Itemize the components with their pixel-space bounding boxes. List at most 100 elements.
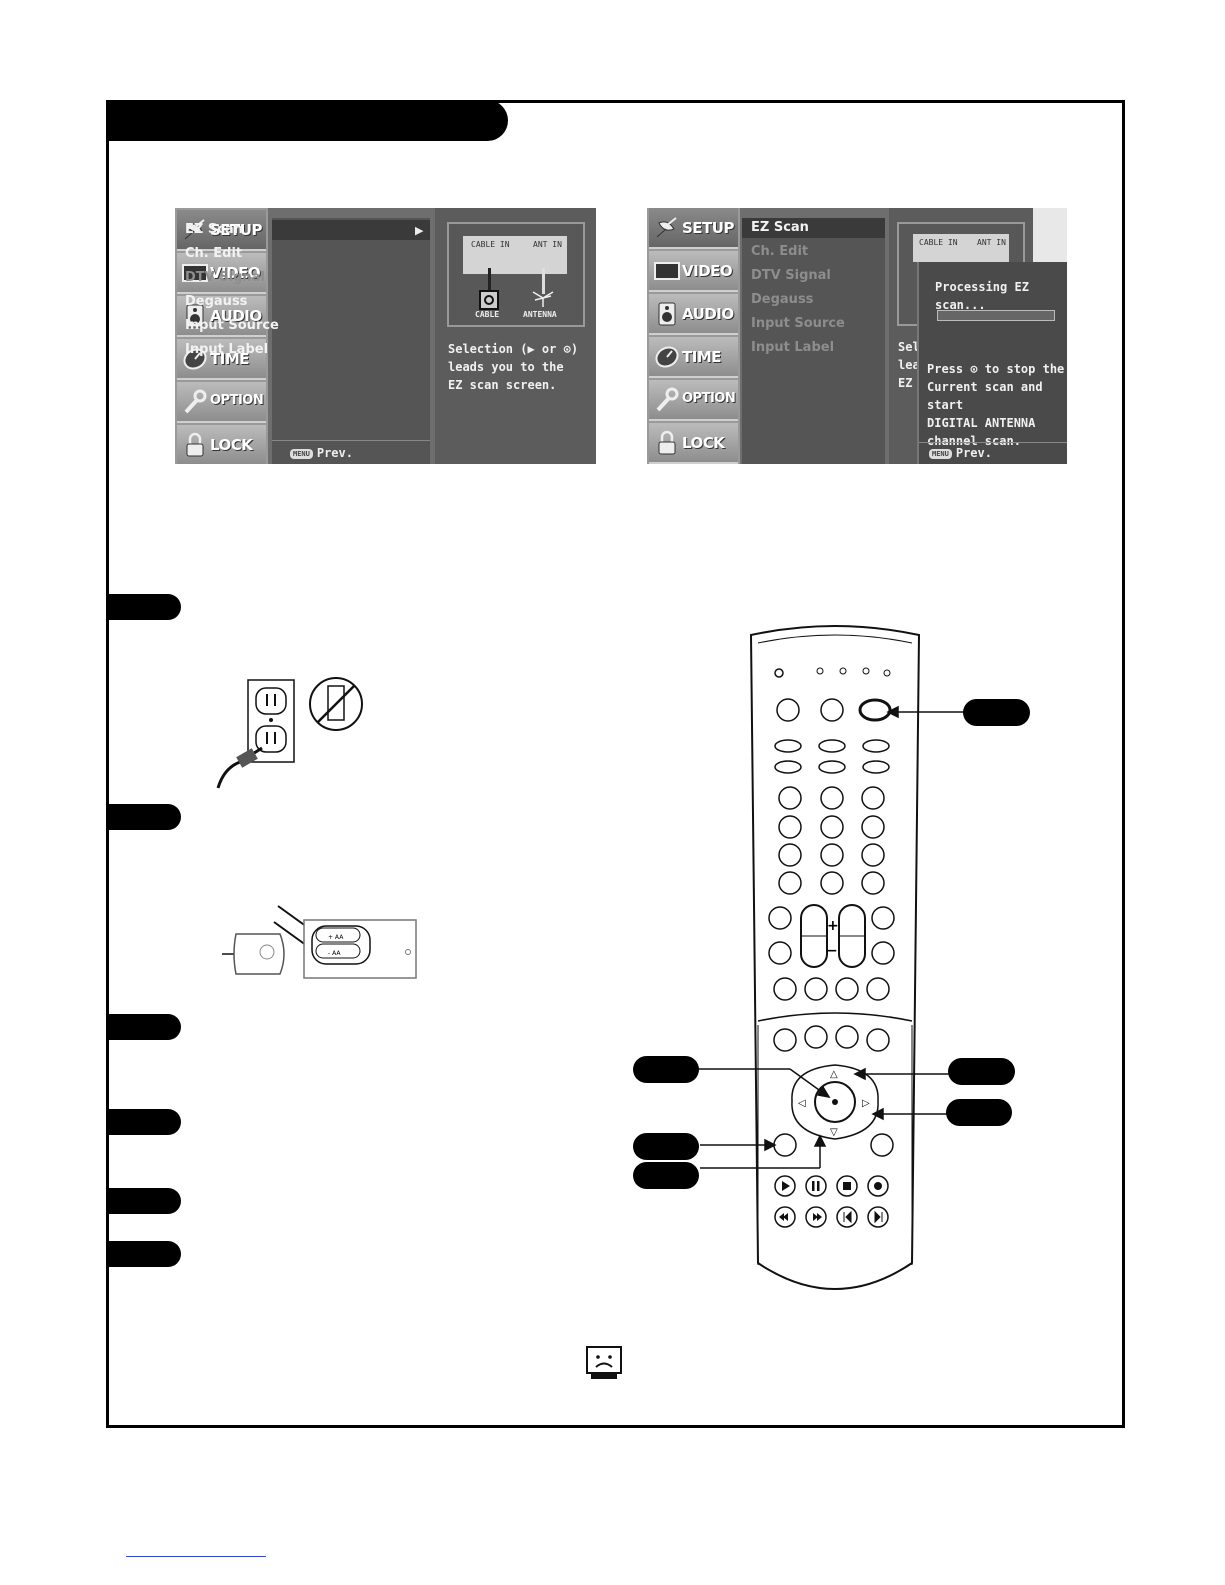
sidebar-label: AUDIO	[210, 307, 262, 325]
submenu-arrow-icon: ▶	[415, 224, 424, 237]
skip-back-icon	[843, 1210, 852, 1224]
play-icon	[782, 1181, 790, 1191]
sidebar-label: TIME	[210, 350, 250, 368]
help-line: leads you to the	[448, 360, 564, 374]
menu-item-degauss[interactable]: Degauss	[185, 294, 248, 309]
sidebar-label: OPTION	[210, 393, 264, 408]
antenna-wire	[542, 268, 545, 294]
callout-label-enter	[633, 1056, 699, 1083]
sidebar-item-audio[interactable]: AUDIO	[649, 294, 738, 335]
callout-arrows	[698, 705, 964, 1169]
menu-selection-highlight	[272, 220, 430, 240]
cable-plug-icon	[479, 290, 499, 310]
sidebar-item-setup[interactable]: SETUP	[177, 210, 266, 251]
sidebar-label: TIME	[682, 348, 722, 366]
menu-button[interactable]	[858, 698, 892, 722]
osd-screen-ez-scan-processing: SETUP VIDEO AUDIO TIME OPTION LOCK EZ Sc…	[647, 208, 1067, 464]
ez-scan-popup: Processing EZ scan... Press ⊙ to stop th…	[917, 262, 1067, 464]
battery-icon	[315, 943, 361, 959]
speaker-icon	[658, 302, 676, 326]
help-line: lea	[898, 358, 920, 372]
minus-label: −	[826, 943, 838, 959]
ant-in-label: ANT IN	[533, 240, 562, 249]
remote-button[interactable]	[820, 698, 844, 722]
sidebar-item-video[interactable]: VIDEO	[177, 253, 266, 294]
power-outlet-illustration	[216, 677, 363, 789]
number-pad[interactable]	[778, 786, 885, 895]
sidebar-item-lock[interactable]: LOCK	[177, 425, 266, 464]
menu-item-input-source[interactable]: Input Source	[751, 316, 845, 331]
right-arrow-icon: ▷	[862, 1098, 870, 1109]
sidebar-label: AUDIO	[682, 305, 734, 323]
popup-line: channel scan.	[927, 434, 1021, 448]
key-icon	[184, 389, 207, 414]
clock-icon	[655, 346, 679, 368]
callout-label-up	[948, 1058, 1015, 1085]
sidebar-item-time[interactable]: TIME	[177, 339, 266, 380]
callout-label-right	[946, 1099, 1012, 1126]
connection-diagram: CABLE IN ANT IN CABLE ANTENNA	[447, 222, 585, 327]
antenna-icon	[532, 291, 554, 307]
sidebar-item-lock[interactable]: LOCK	[649, 423, 738, 464]
sidebar-item-audio[interactable]: AUDIO	[177, 296, 266, 337]
menu-selection-highlight	[742, 218, 885, 238]
menu-item-ch-edit[interactable]: Ch. Edit	[185, 246, 243, 261]
popup-title: Processing EZ scan...	[935, 280, 1029, 312]
sad-tv-icon	[586, 1346, 622, 1379]
osd-sidebar: SETUP VIDEO AUDIO TIME OPTION LOCK	[647, 208, 740, 464]
plus-label: +	[827, 918, 839, 934]
menu-item-dtv-signal[interactable]: DTV Signal	[751, 268, 831, 283]
sidebar-item-option[interactable]: OPTION	[649, 380, 738, 421]
setup-menu-list	[742, 222, 885, 464]
battery-label: + AA	[328, 934, 344, 941]
sidebar-item-option[interactable]: OPTION	[177, 382, 266, 423]
menu-item-ez-scan[interactable]: EZ Scan	[751, 220, 809, 235]
panel-edge	[1033, 208, 1067, 262]
step-tab-3	[106, 1014, 181, 1040]
sidebar-label: VIDEO	[210, 264, 261, 282]
setup-menu-list	[272, 218, 430, 464]
sidebar-label: SETUP	[682, 219, 734, 237]
sidebar-item-video[interactable]: VIDEO	[649, 251, 738, 292]
sidebar-item-setup[interactable]: SETUP	[649, 208, 738, 249]
sidebar-item-time[interactable]: TIME	[649, 337, 738, 378]
menu-item-degauss[interactable]: Degauss	[751, 292, 814, 307]
divider	[272, 440, 430, 441]
menu-item-input-label[interactable]: Input Label	[751, 340, 835, 355]
tv-back-panel: CABLE IN ANT IN	[913, 234, 1009, 262]
step-tab-2	[106, 804, 181, 830]
battery-label: - AA	[328, 950, 341, 957]
ant-in-label: ANT IN	[977, 238, 1006, 247]
prev-label: Prev.	[316, 446, 353, 460]
menu-item-ch-edit[interactable]: Ch. Edit	[751, 244, 809, 259]
monitor-icon	[182, 264, 208, 282]
cable-label: CABLE	[475, 310, 500, 319]
satellite-icon	[656, 217, 677, 238]
help-text: Selection (▶ or ⊙) leads you to the EZ s…	[448, 340, 578, 394]
popup-line: Current scan and start	[927, 380, 1043, 412]
cable-in-label: CABLE IN	[919, 238, 958, 247]
remote-button[interactable]	[870, 1133, 894, 1157]
up-arrow-icon: △	[830, 1069, 838, 1080]
osd-screen-setup-menu: SETUP VIDEO AUDIO TIME OPTION LOCK EZ Sc…	[175, 208, 596, 464]
remote-button[interactable]	[776, 698, 800, 722]
help-line: EZ scan screen.	[448, 378, 557, 392]
cable-wire	[488, 268, 491, 294]
skip-forward-icon	[874, 1210, 883, 1224]
sidebar-label: VIDEO	[682, 262, 733, 280]
menu-item-input-label[interactable]: Input Label	[185, 342, 269, 357]
menu-item-ez-scan[interactable]: EZ Scan	[185, 222, 243, 237]
sidebar-label: SETUP	[210, 221, 262, 239]
help-line: Selection (▶ or ⊙)	[448, 342, 579, 356]
remote-button[interactable]	[773, 1133, 797, 1157]
menu-item-dtv-signal[interactable]: DTV Signal	[185, 270, 265, 285]
speaker-icon	[186, 304, 204, 328]
fast-forward-icon	[813, 1213, 822, 1221]
divider	[919, 442, 1067, 443]
osd-sidebar: SETUP VIDEO AUDIO TIME OPTION LOCK	[175, 208, 268, 464]
menu-item-input-source[interactable]: Input Source	[185, 318, 279, 333]
sidebar-label: LOCK	[682, 434, 725, 452]
step-tab-6	[106, 1241, 181, 1267]
